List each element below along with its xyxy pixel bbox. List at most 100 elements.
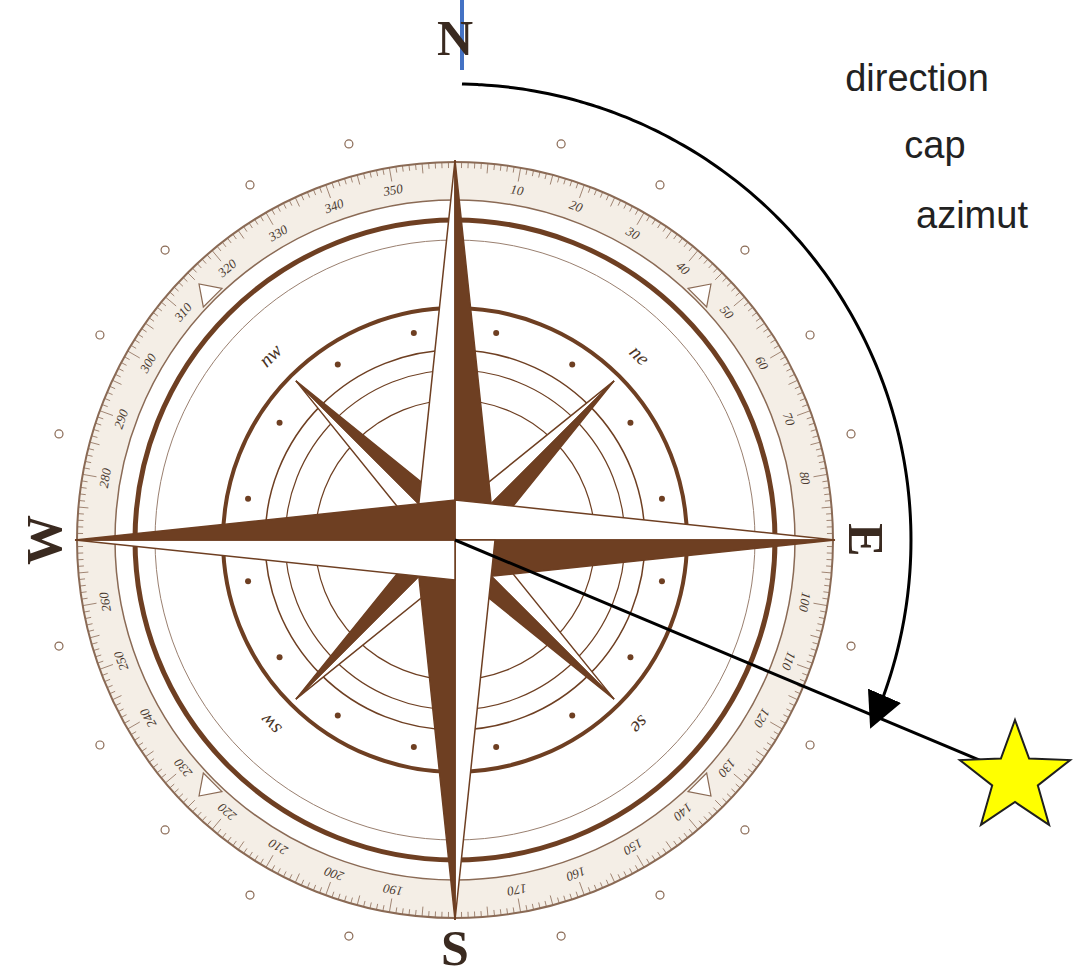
tick xyxy=(658,223,661,228)
tick xyxy=(461,912,462,918)
scale-triangle xyxy=(688,773,711,796)
tick xyxy=(376,904,377,910)
tick xyxy=(217,246,221,251)
tick xyxy=(79,500,85,502)
tick xyxy=(441,162,442,168)
tick xyxy=(647,216,650,221)
tick xyxy=(90,635,100,638)
cardinal-arm xyxy=(455,160,495,540)
ring-dot xyxy=(806,741,814,749)
tick xyxy=(422,907,424,917)
tick xyxy=(780,357,785,360)
tick xyxy=(179,282,183,286)
tick xyxy=(278,868,281,873)
tick xyxy=(364,901,365,907)
tick xyxy=(822,598,828,600)
tick xyxy=(98,417,104,419)
tick xyxy=(545,173,546,179)
tick xyxy=(594,190,596,196)
tick xyxy=(110,386,115,388)
cardinal-arm xyxy=(415,540,455,920)
tick xyxy=(313,190,315,196)
tick xyxy=(149,759,154,763)
tick xyxy=(752,764,757,768)
degree-number: 350 xyxy=(383,182,404,198)
cardinal-arm xyxy=(75,500,455,540)
tick xyxy=(767,743,772,746)
tick xyxy=(763,748,768,751)
tick xyxy=(826,513,832,514)
tick xyxy=(222,242,226,247)
tick xyxy=(121,715,126,718)
tick xyxy=(255,219,258,224)
tick xyxy=(244,848,247,853)
degree-number: 100 xyxy=(796,591,812,612)
tick xyxy=(118,709,123,712)
tick xyxy=(744,774,749,778)
tick xyxy=(770,737,775,740)
tick xyxy=(630,206,633,211)
tick xyxy=(272,209,275,214)
tick xyxy=(145,751,153,757)
tick xyxy=(802,673,808,675)
inner-dot xyxy=(627,420,633,426)
tick xyxy=(689,829,693,834)
tick xyxy=(576,892,578,898)
tick xyxy=(684,833,688,838)
tick xyxy=(124,357,129,360)
ring-dot xyxy=(161,246,169,254)
ring-dot xyxy=(345,932,353,940)
tick xyxy=(389,898,391,912)
tick xyxy=(90,442,100,445)
tick xyxy=(783,363,788,366)
tick xyxy=(283,203,286,208)
tick xyxy=(370,172,371,178)
tick xyxy=(170,784,175,788)
tick xyxy=(202,816,206,820)
tick xyxy=(179,794,183,798)
tick xyxy=(825,500,831,502)
tick xyxy=(624,871,627,876)
tick xyxy=(376,170,377,176)
tick xyxy=(183,798,187,802)
tick xyxy=(435,911,436,917)
tick xyxy=(266,855,273,867)
tick xyxy=(157,769,162,773)
tick xyxy=(78,559,84,560)
inner-dot xyxy=(411,330,417,336)
tick xyxy=(770,340,775,343)
ring-dot xyxy=(847,430,855,438)
tick xyxy=(344,896,346,902)
tick xyxy=(500,909,502,915)
tick xyxy=(138,743,143,746)
tick xyxy=(789,380,798,384)
tick xyxy=(713,268,717,272)
tick xyxy=(756,751,764,757)
tick xyxy=(110,691,115,693)
tick xyxy=(332,892,334,898)
tick xyxy=(588,887,590,893)
inner-dot xyxy=(277,420,283,426)
tick xyxy=(100,664,113,669)
callout-text: direction xyxy=(845,59,989,97)
tick xyxy=(727,794,731,798)
tick xyxy=(800,679,806,681)
tick xyxy=(370,902,371,908)
tick xyxy=(713,808,717,812)
tick xyxy=(736,292,741,296)
ring-dot xyxy=(345,140,353,148)
tick xyxy=(272,865,275,870)
tick xyxy=(731,287,735,291)
tick xyxy=(647,859,650,864)
tick xyxy=(233,234,237,239)
tick xyxy=(679,238,683,243)
inner-dot xyxy=(569,712,575,718)
tick xyxy=(666,841,672,849)
tick xyxy=(233,841,237,846)
degree-number: 170 xyxy=(506,881,527,897)
tick xyxy=(112,380,121,384)
tick xyxy=(723,798,727,802)
inner-dot xyxy=(335,712,341,718)
tick xyxy=(149,318,154,322)
tick xyxy=(289,200,292,205)
